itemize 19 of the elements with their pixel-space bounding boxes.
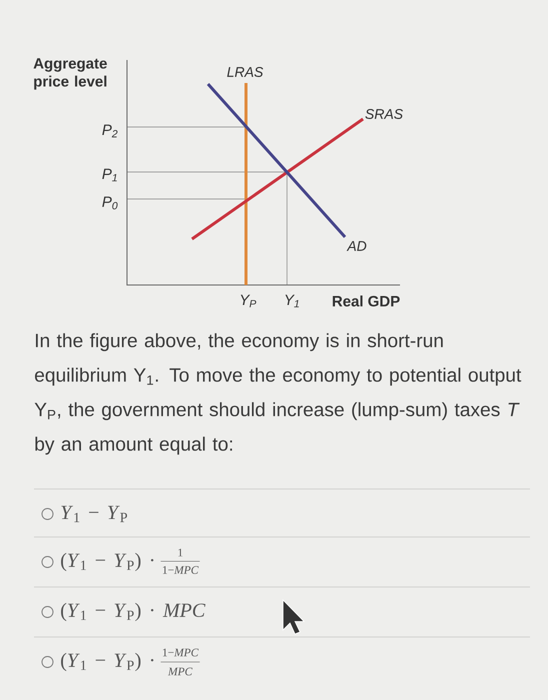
tick-label: P$_{2}$ — [102, 124, 118, 138]
fraction-denominator: 1−MPC — [162, 566, 199, 574]
curve-label: AD — [346, 241, 366, 251]
curve-label: LRAS — [227, 67, 264, 77]
math-expression: Y$_{1}$ − Y$_{P}$ — [61, 506, 127, 522]
curve-label: SRAS — [365, 109, 403, 119]
axis-label: Real GDP — [332, 296, 400, 306]
axis-label: Aggregate price level — [34, 58, 107, 90]
tick-label: Y$_{1}$ — [285, 294, 299, 308]
fraction-numerator: 1−MPC — [162, 648, 199, 656]
tick-label: P$_{1}$ — [102, 168, 117, 182]
math-expression: (Y$_{1}$ − Y$_{P}$) · MPC — [61, 602, 206, 622]
fraction-numerator: 1 — [178, 548, 182, 556]
question-text: In the figure above, the economy is in short-run equilibrium Y$_{1}$. To move the economy to potential output Y$_{P}$, the government should increase (lump-sum) taxes T by an amount equal to: — [34, 333, 522, 455]
math-expression: (Y$_{1}$ − Y$_{P}$) · — [61, 652, 154, 672]
math-expression: (Y$_{1}$ − Y$_{P}$) · — [61, 552, 154, 572]
tick-label: Y$_{P}$ — [240, 294, 256, 308]
tick-label: P$_{0}$ — [102, 196, 118, 210]
fraction-denominator: MPC — [168, 668, 192, 676]
